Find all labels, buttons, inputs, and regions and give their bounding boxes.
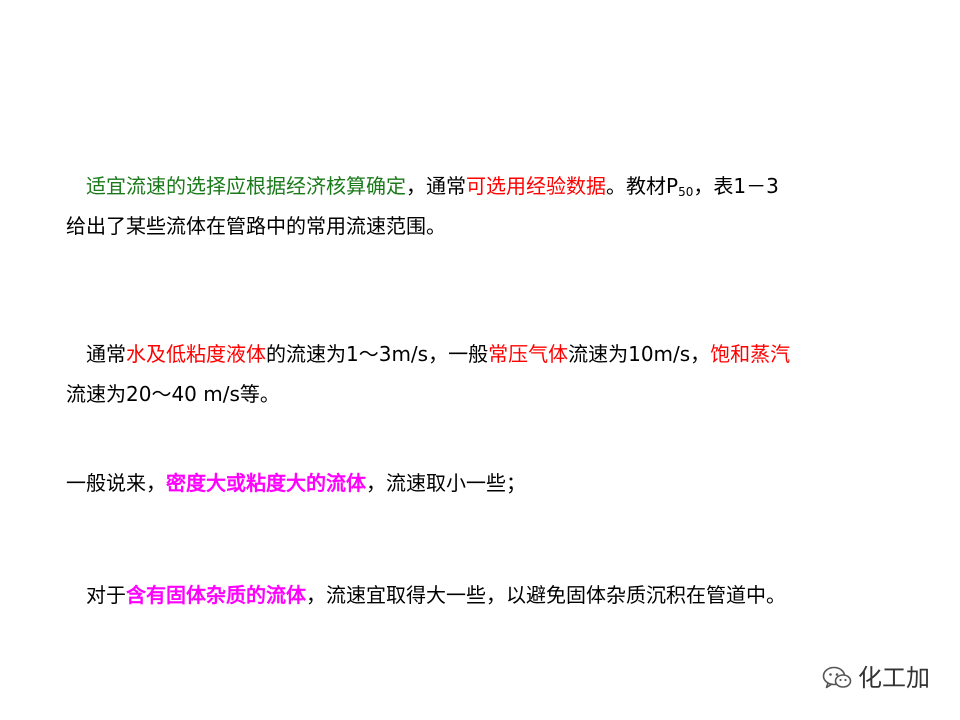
- paragraph-dense-viscous: 一般说来，密度大或粘度大的流体，流速取小一些；: [66, 463, 926, 503]
- text-span: 。教材P: [606, 174, 679, 198]
- highlight-solid-impurity-fluid: 含有固体杂质的流体: [126, 583, 306, 607]
- text-span: 对于: [66, 583, 126, 607]
- highlight-dense-viscous-fluid: 密度大或粘度大的流体: [166, 471, 366, 495]
- text-span: 流速为10m/s，: [568, 342, 711, 366]
- highlight-saturated-steam: 饱和蒸汽: [710, 342, 791, 366]
- text-line: 适宜流速的选择应根据经济核算确定，通常可选用经验数据。教材P50，表1－3: [66, 166, 926, 206]
- highlight-atmospheric-gas: 常压气体: [488, 342, 569, 366]
- text-span: 给出了某些流体在管路中的常用流速范围。: [66, 214, 446, 238]
- text-span: 流速为20～40 m/s等。: [66, 382, 280, 406]
- watermark: 化工加: [822, 660, 930, 696]
- text-line: 给出了某些流体在管路中的常用流速范围。: [66, 206, 926, 246]
- page-subscript: 50: [678, 185, 694, 199]
- text-span: ，流速宜取得大一些，以避免固体杂质沉积在管道中。: [306, 583, 786, 607]
- text-line: 流速为20～40 m/s等。: [66, 374, 926, 414]
- highlight-water-low-viscosity: 水及低粘度液体: [126, 342, 266, 366]
- paragraph-typical-velocities: 通常水及低粘度液体的流速为1～3m/s，一般常压气体流速为10m/s，饱和蒸汽 …: [66, 334, 926, 414]
- text-line: 对于含有固体杂质的流体，流速宜取得大一些，以避免固体杂质沉积在管道中。: [66, 575, 926, 615]
- wechat-icon: [822, 665, 852, 691]
- paragraph-solid-impurities: 对于含有固体杂质的流体，流速宜取得大一些，以避免固体杂质沉积在管道中。: [66, 575, 926, 615]
- indent: [66, 174, 86, 198]
- text-span: ，通常: [406, 174, 466, 198]
- text-line: 一般说来，密度大或粘度大的流体，流速取小一些；: [66, 463, 926, 503]
- highlight-empirical-data: 可选用经验数据: [466, 174, 606, 198]
- paragraph-flow-velocity-selection: 适宜流速的选择应根据经济核算确定，通常可选用经验数据。教材P50，表1－3 给出…: [66, 166, 926, 246]
- watermark-text: 化工加: [858, 664, 930, 692]
- highlight-economic-calculation: 适宜流速的选择应根据经济核算确定: [86, 174, 406, 198]
- text-span: ，表1－3: [693, 174, 779, 198]
- text-span: ，流速取小一些；: [366, 471, 526, 495]
- text-span: 的流速为1～3m/s，一般: [266, 342, 489, 366]
- text-line: 通常水及低粘度液体的流速为1～3m/s，一般常压气体流速为10m/s，饱和蒸汽: [66, 334, 926, 374]
- text-span: 通常: [66, 342, 126, 366]
- text-span: 一般说来，: [66, 471, 166, 495]
